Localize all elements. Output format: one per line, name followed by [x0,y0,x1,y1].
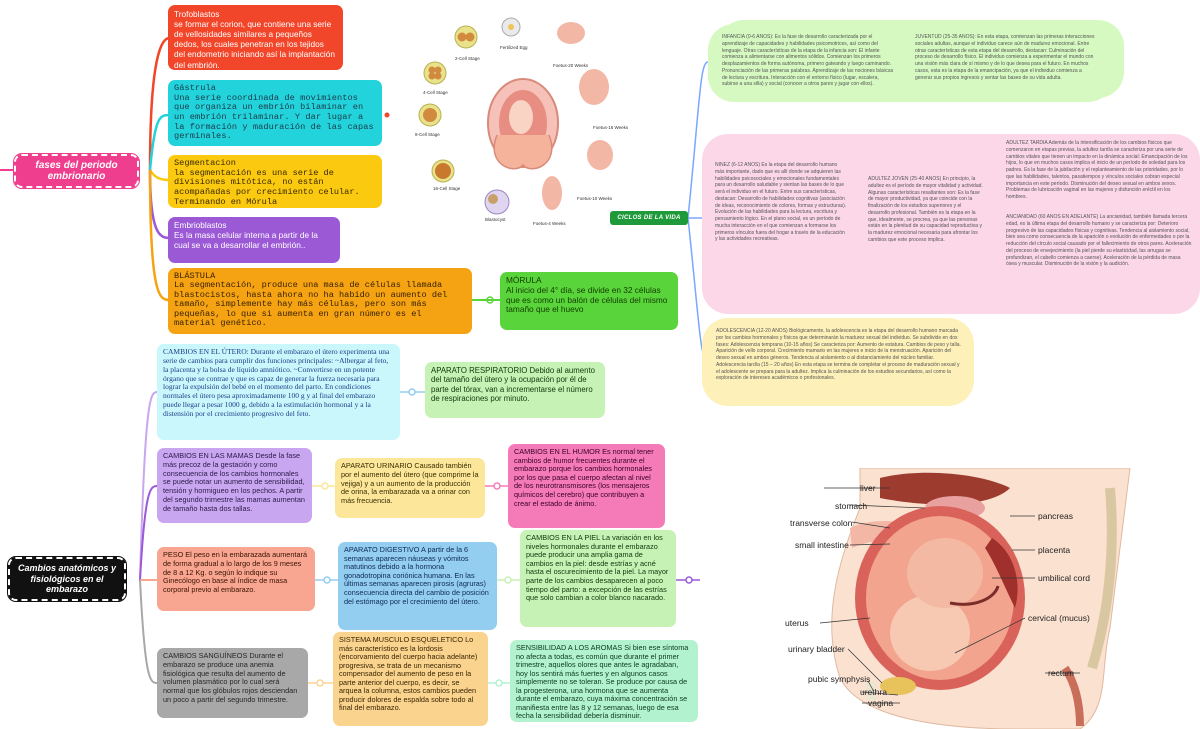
node-aromas[interactable]: SENSIBILIDAD A LOS AROMAS Si bien ese sí… [510,640,698,722]
cloud-adulthood [706,138,1196,310]
label-4-cell: 4-Cell Stage [423,90,448,95]
node-segmentacion[interactable]: Segmentacion la segmentación es una seri… [168,155,382,208]
central-node-label: CICLOS DE LA VIDA [617,215,681,221]
node-humor[interactable]: CAMBIOS EN EL HUMOR Es normal tener camb… [508,444,665,528]
node-mamas[interactable]: CAMBIOS EN LAS MAMAS Desde la fase más p… [157,448,312,523]
label-foetus-10: Foetus-10 Weeks [577,196,613,201]
label-pubic-symphysis: pubic symphysis [808,674,871,684]
node-text: ADULTEZ TARDÍA Además de la intensificac… [1006,140,1188,200]
node-text: APARATO DIGESTIVO A partir de la 6 seman… [344,545,489,606]
embryo-development-illustration: 2-Cell Stage 4-Cell Stage 8-Cell Stage 1… [405,5,635,237]
node-juventud[interactable]: JUVENTUD (25-35 AÑOS): En esta etapa, co… [915,34,1097,96]
cloud-adolescence [706,322,970,402]
node-text: APARATO RESPIRATORIO Debido al aumento d… [431,366,595,404]
node-text: CAMBIOS EN EL HUMOR Es normal tener camb… [514,447,654,508]
node-morula[interactable]: MÓRULA Al inicio del 4° día, se divide e… [500,272,678,330]
central-node-life-cycles[interactable]: CICLOS DE LA VIDA [610,211,688,225]
node-sanguineos[interactable]: CAMBIOS SANGUÍNEOS Durante el embarazo s… [157,648,308,718]
node-text: la segmentación es una serie de division… [174,167,360,207]
label-cervical: cervical (mucus) [1028,613,1090,623]
node-infancia[interactable]: INFANCIA (0-6 AÑOS): Es la fase de desar… [722,34,894,96]
label-liver: liver [860,483,876,493]
node-cambios-utero[interactable]: CAMBIOS EN EL ÚTERO: Durante el embarazo… [157,344,400,440]
node-text: INFANCIA (0-6 AÑOS): Es la fase de desar… [722,34,894,88]
label-16-cell: 16-Cell Stage [433,186,461,191]
node-urinario[interactable]: APARATO URINARIO Causado también por el … [335,458,485,518]
node-text: ADULTEZ JOVEN (25-40 AÑOS) En principio,… [868,176,983,243]
label-foetus-4: Foetus-4 Weeks [533,221,566,226]
label-8-cell: 8-Cell Stage [415,132,440,137]
label-blastocyst: Blastocyst [485,217,506,222]
label-fertilized-egg: Fertilized Egg [500,45,528,50]
node-peso[interactable]: PESO El peso en la embarazada aumentará … [157,547,315,611]
label-uterus: uterus [785,618,809,628]
node-text: CAMBIOS SANGUÍNEOS Durante el embarazo s… [163,651,298,704]
embryo-stages-drawing [418,17,613,215]
node-respiratorio[interactable]: APARATO RESPIRATORIO Debido al aumento d… [425,362,605,418]
node-text: CAMBIOS EN EL ÚTERO: Durante el embarazo… [163,347,390,418]
label-placenta: placenta [1038,545,1071,555]
node-piel[interactable]: CAMBIOS EN LA PIEL La variación en los n… [520,530,676,627]
label-small-intestine: small intestine [795,540,849,550]
node-text: SENSIBILIDAD A LOS AROMAS Si bien ese sí… [516,643,689,721]
node-trofoblastos[interactable]: Trofoblastos se formar el corion, que co… [168,5,343,70]
label-stomach: stomach [835,501,868,511]
node-title: BLÁSTULA [174,271,216,281]
node-text: APARATO URINARIO Causado también por el … [341,461,479,505]
node-title: Segmentacion [174,158,236,168]
cloud-childhood-youth [712,28,1110,98]
node-title: MÓRULA [506,275,542,285]
label-urinary-bladder: urinary bladder [788,644,845,654]
label-transverse-colon: transverse colon [790,518,853,528]
node-text: NIÑEZ (6-12 AÑOS) Es la etapa del desarr… [715,162,847,243]
central-node-embryonic-phases[interactable]: fases del periodo embrionario [13,153,140,189]
node-adultez-joven[interactable]: ADULTEZ JOVEN (25-40 AÑOS) En principio,… [868,176,984,246]
node-gastrula[interactable]: Gástrula Una serie coordinada de movimie… [168,80,382,146]
label-rectum: rectum [1048,668,1074,678]
label-foetus-16: Foetus-16 Weeks [593,125,629,130]
label-foetus-20: Foetus-20 Weeks [553,63,589,68]
node-text: CAMBIOS EN LAS MAMAS Desde la fase más p… [163,451,305,513]
node-text: Al inicio del 4° día, se divide en 32 cé… [506,284,668,315]
node-text: ANCIANIDAD (60 AÑOS EN ADELANTE) La anci… [1006,214,1192,268]
label-2-cell: 2-Cell Stage [455,56,480,61]
central-node-label: Cambios anatómicos y fisiológicos en el … [17,563,117,595]
node-text: SISTEMA MUSCULO ESQUELETICO Lo más carac… [339,635,478,713]
node-adolescencia[interactable]: ADOLESCENCIA (12-20 AÑOS) Biológicamente… [716,328,964,400]
node-ancianidad[interactable]: ANCIANIDAD (60 AÑOS EN ADELANTE) La anci… [1006,214,1192,286]
node-digestivo[interactable]: APARATO DIGESTIVO A partir de la 6 seman… [338,542,497,630]
node-text: JUVENTUD (25-35 AÑOS): En esta etapa, co… [915,34,1095,81]
label-vagina: vagina [868,698,894,708]
node-text: Una serie coordinada de movimientos que … [174,92,374,142]
node-text: ADOLESCENCIA (12-20 AÑOS) Biológicamente… [716,328,961,382]
node-text: La segmentación, produce una masa de cél… [174,280,448,329]
node-title: Embrioblastos [174,220,227,230]
node-text: PESO El peso en la embarazada aumentará … [163,550,307,594]
node-blastula[interactable]: BLÁSTULA La segmentación, produce una ma… [168,268,472,334]
central-node-pregnancy-changes[interactable]: Cambios anatómicos y fisiológicos en el … [7,556,127,602]
node-ninez[interactable]: NIÑEZ (6-12 AÑOS) Es la etapa del desarr… [715,162,847,266]
central-node-label: fases del periodo embrionario [35,159,118,183]
label-pancreas: pancreas [1038,511,1073,521]
label-urethra: urethra [860,687,887,697]
node-title: Gástrula [174,83,217,93]
label-umbilical-cord: umbilical cord [1038,573,1090,583]
node-adultez-tardia[interactable]: ADULTEZ TARDÍA Además de la intensificac… [1006,140,1192,210]
anatomy-drawing [819,468,1131,729]
node-text: Es la masa celular interna a partir de l… [174,229,318,250]
pregnancy-anatomy-illustration: liver stomach transverse colon small int… [780,468,1200,729]
node-text: CAMBIOS EN LA PIEL La variación en los n… [526,533,669,603]
node-embrioblastos[interactable]: Embrioblastos Es la masa celular interna… [168,217,340,263]
node-musculo[interactable]: SISTEMA MUSCULO ESQUELETICO Lo más carac… [333,632,488,726]
node-title: Trofoblastos [174,9,220,19]
node-text: se formar el corion, que contiene una se… [174,19,335,70]
